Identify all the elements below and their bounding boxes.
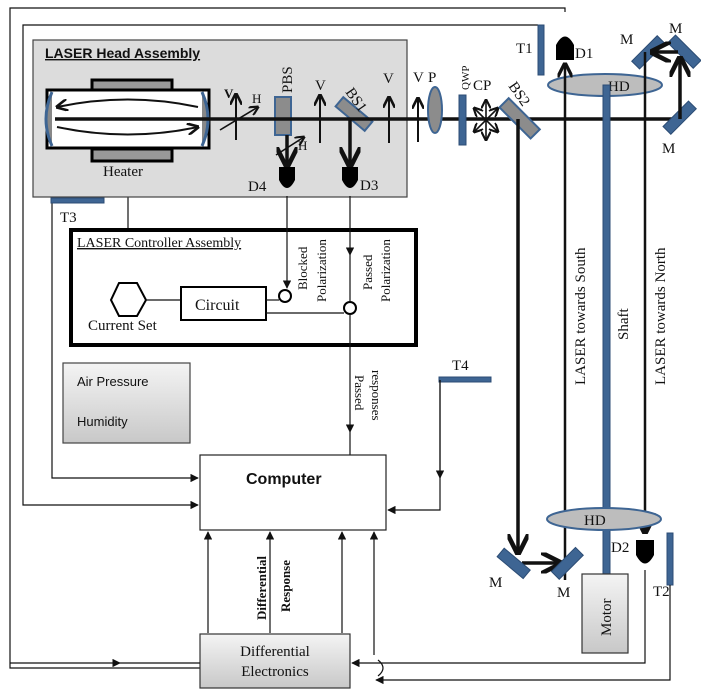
hd-bottom-disk (546, 507, 662, 531)
detector-d2 (636, 540, 654, 564)
mirror-top-right (667, 34, 701, 69)
motor-box (581, 573, 629, 654)
air-pressure-label: Air Pressure (77, 374, 149, 389)
passed-node (343, 301, 357, 315)
hd-top-label: HD (608, 79, 630, 95)
humidity-label: Humidity (77, 414, 128, 429)
environment-sensors-box: Air Pressure Humidity (62, 362, 191, 444)
shaft (602, 84, 611, 576)
d2-label: D2 (611, 540, 629, 556)
pbs-label: PBS (280, 66, 296, 93)
polarization-v3-label: V (383, 71, 394, 87)
differential-electronics-label-2: Electronics (241, 664, 309, 680)
beam-path-optics: V P QWP CP BS2 T1 D1 HD M M M (413, 21, 701, 157)
mirror-label-5: M (557, 585, 570, 601)
polarization-v4-label: V (413, 70, 424, 86)
d4-label: D4 (248, 179, 267, 195)
t2-label: T2 (653, 584, 670, 600)
pbs-optic (274, 96, 292, 136)
computer-box (199, 454, 387, 531)
mirror-label-1: M (620, 32, 633, 48)
laser-south-label: LASER towards South (573, 247, 589, 385)
passed-responses-label-1: Passed (352, 375, 367, 411)
response-label: Response (278, 560, 293, 612)
passed-label: Passed (360, 254, 375, 290)
shaft-label: Shaft (616, 308, 632, 340)
t3-label: T3 (60, 210, 77, 226)
blocked-polarization-label: Polarization (314, 239, 329, 302)
mirror-label-3: M (662, 141, 675, 157)
polarizer-optic (427, 86, 443, 134)
polarization-v-label: V (224, 86, 234, 101)
temperature-sensor-t2 (666, 532, 674, 586)
mirror-label-4: M (489, 575, 502, 591)
passed-responses-label-2: responses (369, 370, 384, 421)
temperature-sensor-t4 (438, 376, 492, 383)
differential-label: Differential (254, 556, 269, 620)
blocked-node (278, 289, 292, 303)
polarization-h-label: H (252, 91, 261, 106)
beam-loop (518, 52, 680, 580)
t4-label: T4 (452, 358, 469, 374)
detector-d4 (279, 167, 295, 188)
current-set-label: Current Set (88, 318, 158, 334)
blocked-label: Blocked (295, 246, 310, 290)
temperature-sensor-t1 (537, 24, 545, 76)
circuit-box (180, 286, 267, 321)
laser-north-label: LASER towards North (653, 247, 669, 385)
mirror-label-2: M (669, 21, 682, 37)
qwp-label: QWP (460, 66, 472, 90)
p-label: P (428, 70, 436, 86)
detector-d3 (342, 167, 358, 188)
detector-d1 (556, 36, 574, 60)
differential-electronics-box (199, 633, 351, 689)
motor-label: Motor (599, 598, 615, 636)
laser-head-title: LASER Head Assembly (45, 45, 200, 61)
qwp-optic (458, 94, 467, 146)
polarization-v2-label: V (315, 78, 326, 94)
d3-label: D3 (360, 178, 378, 194)
hd-bottom-label: HD (584, 513, 606, 529)
circuit-label: Circuit (195, 297, 240, 314)
temperature-sensor-t3 (50, 197, 105, 204)
passed-polarization-label: Polarization (378, 239, 393, 302)
bs2-optic (498, 96, 542, 140)
polarization-h2-label: H (298, 138, 307, 153)
mirror-bottom-right (550, 546, 584, 580)
mirror-bottom-left (496, 547, 531, 580)
current-set-hexagon (109, 282, 148, 317)
cp-label: CP (473, 78, 491, 94)
laser-controller-assembly: LASER Controller Assembly Current Set Ci… (69, 228, 418, 347)
d1-label: D1 (575, 46, 593, 62)
heater-label: Heater (103, 164, 143, 180)
computer-label: Computer (246, 471, 322, 488)
cp-symbol (474, 100, 498, 140)
t1-label: T1 (516, 41, 533, 57)
differential-electronics-label-1: Differential (240, 644, 310, 660)
controller-title: LASER Controller Assembly (77, 236, 241, 251)
